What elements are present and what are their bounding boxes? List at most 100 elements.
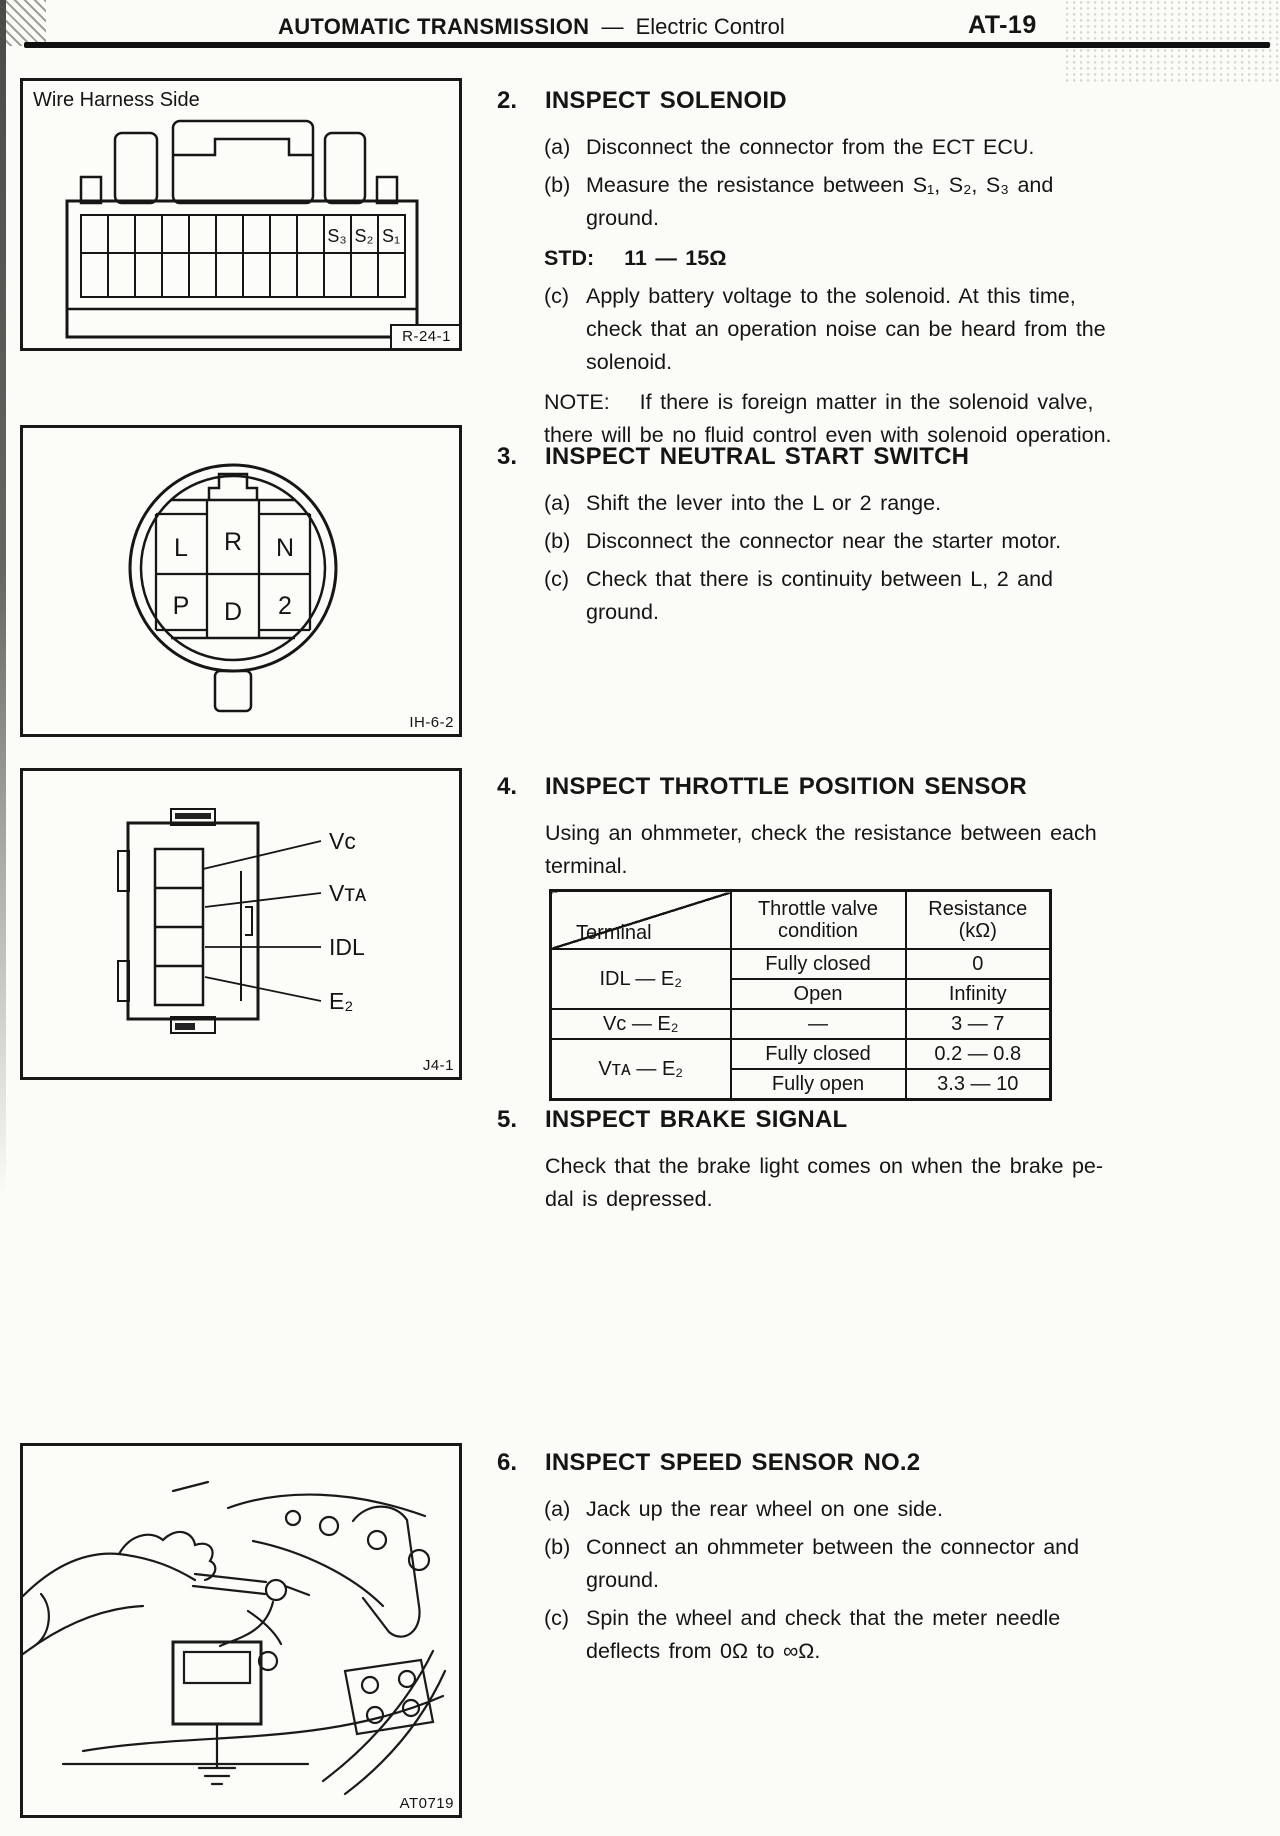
pin-label-vc: Vᴄ	[329, 828, 356, 854]
section-title: INSPECT SPEED SENSOR NO.2	[545, 1449, 921, 1476]
step-marker: (c)	[544, 567, 570, 591]
pin-label-s2: S₂	[355, 226, 374, 246]
step-item: (b) Connect an ohmmeter between the conn…	[544, 1531, 1211, 1597]
condition-cell: Open	[729, 978, 907, 1010]
step-marker: (a)	[544, 135, 571, 159]
speed-sensor-illustration	[23, 1480, 447, 1796]
step-marker: (c)	[544, 1606, 570, 1630]
pin-label-e2: E₂	[329, 988, 353, 1014]
solenoid-connector-diagram: S₃ S₂ S₁	[65, 119, 419, 339]
value-cell: Infinity	[904, 978, 1052, 1010]
pin-label-s3: S₃	[327, 226, 346, 246]
resistance-spec-table: Terminal Throttle valve condition Resist…	[549, 889, 1052, 1101]
section-intro: Check that the brake light comes on when…	[545, 1154, 1104, 1211]
table-row: IDL — E₂ Fully closed 0	[549, 948, 1052, 1010]
spec-standard: STD: 11 — 15Ω	[544, 246, 727, 270]
page-title: AUTOMATIC TRANSMISSION — Electric Contro…	[278, 14, 785, 40]
step-text: Measure the resistance between S₁, S₂, S…	[586, 173, 1054, 230]
condition-cell: Fully closed	[729, 1038, 907, 1070]
step-text: Spin the wheel and check that the meter …	[586, 1606, 1061, 1663]
value-cell: 3.3 — 10	[904, 1068, 1052, 1101]
step-item: (c) Spin the wheel and check that the me…	[544, 1602, 1211, 1668]
table-row: Vᴄ — E₂ — 3 — 7	[549, 1008, 1052, 1040]
position-label-n: N	[276, 534, 294, 562]
pin-label-s1: S₁	[382, 226, 400, 246]
table-corner-cell: Terminal	[549, 889, 732, 950]
figure-speed-sensor: AT0719	[20, 1443, 462, 1818]
figure-caption: J4-1	[422, 1057, 454, 1074]
step-marker: (b)	[544, 529, 571, 553]
neutral-start-switch-diagram: L R N P D 2	[128, 463, 338, 713]
figure-throttle-position-sensor: Vᴄ Vᴛᴀ IDL E₂ J4-1	[20, 768, 462, 1080]
section-inspect-throttle-position-sensor: 4. INSPECT THROTTLE POSITION SENSOR Usin…	[497, 770, 1211, 1101]
step-text: Apply battery voltage to the solenoid. A…	[586, 284, 1106, 374]
table-row: Fully open 3.3 — 10	[551, 1068, 1052, 1101]
value-cell: 0	[904, 948, 1052, 980]
pin-label-vta: Vᴛᴀ	[329, 880, 367, 906]
terminal-cell: Vᴛᴀ — E₂	[549, 1038, 732, 1101]
condition-cell: Fully closed	[729, 948, 907, 980]
step-text: Jack up the rear wheel on one side.	[586, 1497, 943, 1521]
terminal-cell: IDL — E₂	[549, 948, 732, 1010]
step-item: (c) Apply battery voltage to the solenoi…	[544, 280, 1211, 379]
step-item: (a) Jack up the rear wheel on one side.	[544, 1493, 1211, 1526]
position-label-r: R	[224, 528, 242, 556]
throttle-position-sensor-diagram: Vᴄ Vᴛᴀ IDL E₂	[117, 808, 367, 1034]
section-number: 4.	[497, 773, 518, 800]
table-corner-label: Terminal	[576, 922, 652, 944]
step-marker: (c)	[544, 284, 570, 308]
step-marker: (a)	[544, 1497, 571, 1521]
pin-label-idl: IDL	[329, 934, 365, 960]
step-text: Check that there is continuity between L…	[586, 567, 1053, 624]
step-item: (a) Disconnect the connector from the EC…	[544, 131, 1211, 164]
figure-caption: R-24-1	[390, 324, 459, 348]
position-label-2: 2	[278, 592, 292, 620]
page-title-separator: —	[601, 14, 624, 39]
table-row: Open Infinity	[551, 978, 1052, 1010]
section-inspect-speed-sensor: 6. INSPECT SPEED SENSOR NO.2 (a) Jack up…	[497, 1446, 1211, 1668]
step-marker: (b)	[544, 173, 571, 197]
step-text: Shift the lever into the L or 2 range.	[586, 491, 942, 515]
figure-label: Wire Harness Side	[33, 89, 200, 111]
section-inspect-neutral-start-switch: 3. INSPECT NEUTRAL START SWITCH (a) Shif…	[497, 440, 1211, 629]
section-title: INSPECT BRAKE SIGNAL	[545, 1106, 848, 1133]
step-text: Connect an ohmmeter between the connecto…	[586, 1535, 1080, 1592]
note-text: NOTE: If there is foreign matter in the …	[544, 390, 1112, 447]
section-number: 2.	[497, 87, 518, 114]
terminal-cell: Vᴄ — E₂	[549, 1008, 732, 1040]
section-number: 3.	[497, 443, 518, 470]
header-rule	[24, 42, 1270, 48]
figure-neutral-start-switch: L R N P D 2 IH-6-2	[20, 425, 462, 737]
section-title: INSPECT THROTTLE POSITION SENSOR	[545, 773, 1027, 800]
position-label-p: P	[173, 592, 190, 620]
step-text: Disconnect the connector from the ECT EC…	[586, 135, 1035, 159]
figure-solenoid-connector: Wire Harness Side	[20, 78, 462, 351]
value-cell: 0.2 — 0.8	[904, 1038, 1052, 1070]
section-inspect-solenoid: 2. INSPECT SOLENOID (a) Disconnect the c…	[497, 84, 1211, 452]
table-row: Vᴛᴀ — E₂ Fully closed 0.2 — 0.8	[549, 1038, 1052, 1101]
section-inspect-brake-signal: 5. INSPECT BRAKE SIGNAL Check that the b…	[497, 1103, 1211, 1216]
step-item: (c) Check that there is continuity betwe…	[544, 563, 1211, 629]
page-number: AT-19	[968, 11, 1037, 39]
scan-edge-artifact	[0, 0, 6, 1260]
page-title-chapter: Electric Control	[635, 14, 785, 39]
section-title: INSPECT SOLENOID	[545, 87, 787, 114]
table-header-condition: Throttle valve condition	[729, 889, 907, 950]
figure-caption: IH-6-2	[409, 714, 454, 731]
position-label-l: L	[174, 534, 188, 562]
step-item: (b) Disconnect the connector near the st…	[544, 525, 1211, 558]
condition-cell: Fully open	[729, 1068, 907, 1101]
position-label-d: D	[224, 598, 242, 626]
step-marker: (b)	[544, 1535, 571, 1559]
scan-corner-artifact	[0, 0, 46, 46]
section-title: INSPECT NEUTRAL START SWITCH	[545, 443, 970, 470]
step-item: (b) Measure the resistance between S₁, S…	[544, 169, 1211, 235]
step-marker: (a)	[544, 491, 571, 515]
section-number: 6.	[497, 1449, 518, 1476]
figure-caption: AT0719	[399, 1795, 454, 1812]
value-cell: 3 — 7	[904, 1008, 1052, 1040]
step-text: Disconnect the connector near the starte…	[586, 529, 1062, 553]
section-intro: Using an ohmmeter, check the resistance …	[545, 821, 1097, 878]
section-number: 5.	[497, 1106, 518, 1133]
